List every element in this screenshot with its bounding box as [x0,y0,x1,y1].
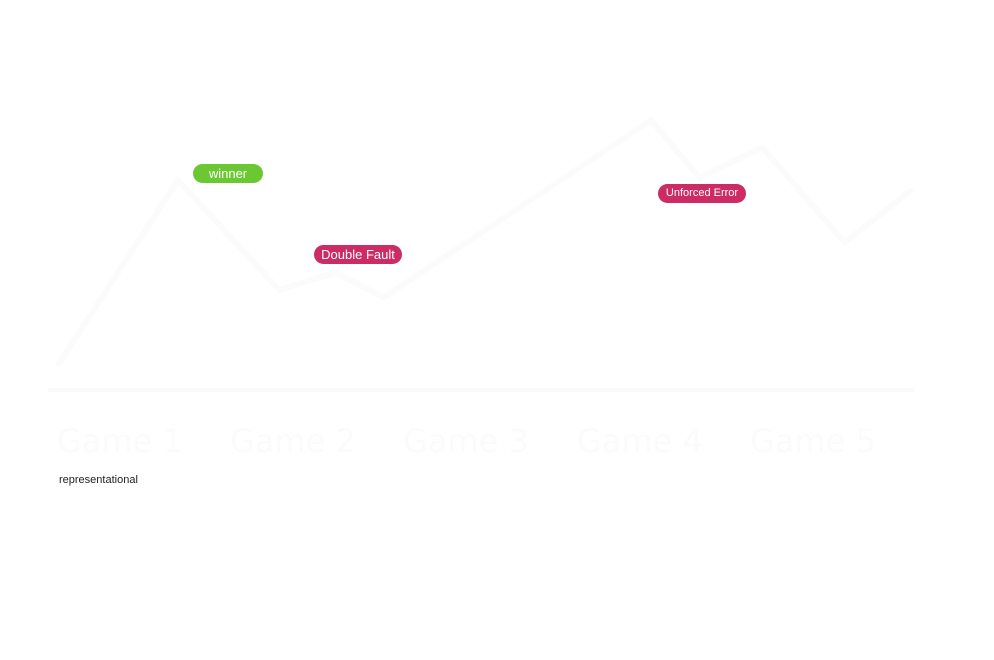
data-point [56,363,60,367]
x-tick-label: Game 4 [577,422,703,460]
data-point [697,175,702,180]
data-point [277,288,282,292]
data-point [175,178,180,182]
data-point [842,240,847,245]
x-tick-label: Game 5 [750,422,876,460]
annotation-winner-badge: winner [193,164,263,183]
series-line [55,116,914,367]
annotation-double-fault-badge: Double Fault [314,245,402,264]
x-tick-label: Game 2 [230,422,356,460]
annotation-unforced-error-badge: Unforced Error [658,184,746,203]
data-point [381,295,386,300]
data-point [760,145,765,150]
x-tick-label: Game 1 [57,422,183,460]
data-point [909,188,914,192]
data-point [649,118,654,122]
data-point [333,270,338,275]
x-tick-label: Game 3 [403,422,529,460]
footnote: representational [59,474,138,486]
